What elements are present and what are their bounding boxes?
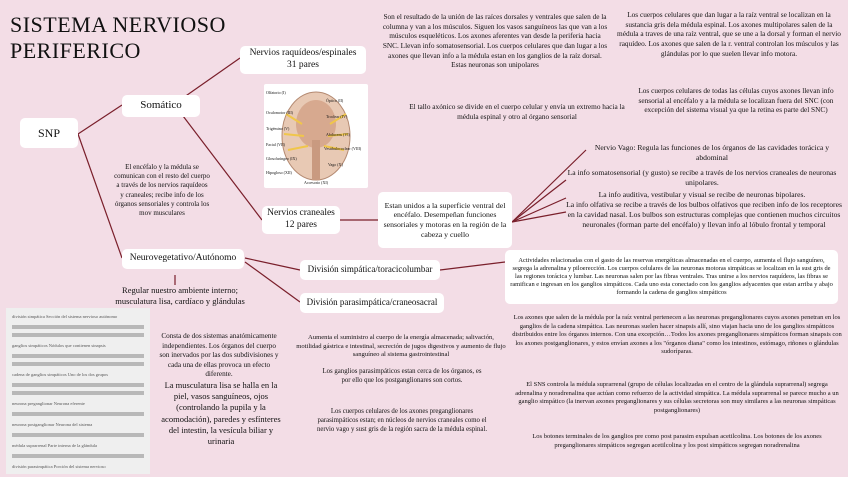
parasimpatica-label: División parasimpática/craneosacral bbox=[306, 297, 438, 308]
suprarrenal-description: El SNS controla la médula suprarrenal (g… bbox=[515, 381, 839, 414]
scan-line-2: cadena de ganglios simpáticos Uno de los… bbox=[12, 372, 108, 377]
brain-label-8: Glosofaríngeo (IX) bbox=[266, 156, 297, 161]
vago-description: Nervio Vago: Regula las funciones de los… bbox=[594, 143, 830, 163]
somatico-description: El encéfalo y la médula se comunican con… bbox=[114, 163, 210, 218]
brain-label-5: Abducens (VI) bbox=[326, 132, 350, 137]
title-line-2: PERIFERICO bbox=[10, 38, 141, 63]
parasimpatica-box: División parasimpática/craneosacral bbox=[300, 293, 444, 313]
neurovegetativo-description: Regular nuestro ambiente interno; muscul… bbox=[115, 285, 245, 307]
scan-line-3: neurona preganglionar Neurona eferente bbox=[12, 401, 85, 406]
brain-label-7: Vestibulococlear (VIII) bbox=[324, 146, 362, 151]
auditiva-description: La info auditiva, vestibular y visual se… bbox=[598, 190, 806, 199]
brain-label-0: Olfatorio (I) bbox=[266, 90, 286, 95]
scan-line-1: ganglios simpáticos Nódulos que contiene… bbox=[12, 343, 106, 348]
craneales-count: 12 pares bbox=[285, 220, 317, 230]
brain-label-4: Trigémino (V) bbox=[266, 126, 290, 131]
brain-label-6: Facial (VII) bbox=[266, 142, 285, 147]
simpatica-description: Actividades relacionadas con el gasto de… bbox=[510, 257, 833, 296]
preganglionares-description: Los axones que salen de la médula por la… bbox=[512, 314, 842, 356]
brain-label-9: Vago (X) bbox=[328, 162, 343, 167]
cranial-nerves-brain-image: Olfatorio (I) Óptico (II) Oculomotor (II… bbox=[264, 84, 368, 188]
snp-label: SNP bbox=[37, 125, 60, 140]
scan-line-6: división parasimpática Porción del siste… bbox=[12, 464, 106, 469]
somatosensorial-description: La info somatosensorial (y gusto) se rec… bbox=[567, 168, 837, 188]
musculatura-description: La musculatura lisa se halla en la piel,… bbox=[161, 380, 281, 447]
page-title: SISTEMA NERVIOSO PERIFERICO bbox=[10, 12, 226, 64]
craneales-label: Nervios craneales bbox=[267, 208, 335, 219]
craneales-description: Estan unidos a la superficie ventral del… bbox=[383, 200, 507, 239]
brain-icon bbox=[281, 91, 351, 181]
scan-line-4: neurona postganglionar Neurona del siste… bbox=[12, 422, 93, 427]
somatico-box: Somático bbox=[122, 95, 200, 117]
simpatica-box: División simpática/toracicolumbar bbox=[300, 260, 440, 280]
simpatica-label: División simpática/toracicolumbar bbox=[307, 264, 433, 275]
raquideos-label: Nervios raquídeos/espinales bbox=[249, 48, 357, 59]
somatico-label: Somático bbox=[140, 99, 182, 112]
scan-line-5: médula suprarrenal Parte interna de la g… bbox=[12, 443, 97, 448]
parasimpatica-description-3: Los cuerpos celulares de los axones preg… bbox=[316, 408, 488, 433]
parasimpatica-description-2: Los ganglios parasimpáticos estan cerca … bbox=[322, 368, 482, 384]
parasimpatica-description-1: Aumenta el suministro al cuerpo de la en… bbox=[296, 334, 506, 359]
craneales-description-box: Estan unidos a la superficie ventral del… bbox=[378, 192, 512, 248]
brain-label-11: Accesorio (XI) bbox=[303, 180, 329, 185]
raquideos-tallo: El tallo axónico se divide en el cuerpo … bbox=[409, 102, 625, 121]
neurovegetativo-label: Neurovegetativo/Autónomo bbox=[129, 253, 237, 264]
brain-label-10: Hipogloso (XII) bbox=[266, 170, 292, 175]
snp-box: SNP bbox=[20, 118, 78, 148]
raquideos-box: Nervios raquídeos/espinales 31 pares bbox=[240, 46, 366, 74]
brain-label-1: Óptico (II) bbox=[326, 98, 344, 103]
title-line-1: SISTEMA NERVIOSO bbox=[10, 12, 226, 37]
brain-label-3: Troclear (IV) bbox=[326, 114, 348, 119]
craneales-box: Nervios craneales 12 pares bbox=[262, 206, 340, 234]
simpatica-description-box: Actividades relacionadas con el gasto de… bbox=[505, 250, 838, 304]
brain-label-2: Oculomotor (III) bbox=[266, 110, 293, 115]
botones-description: Los botones terminales de los ganglios p… bbox=[532, 433, 822, 449]
celulas-description: Los cuerpos celulares de todas las célul… bbox=[638, 86, 834, 115]
scan-line-0: división simpática Sección del sistema n… bbox=[12, 314, 118, 319]
ventral-description: Los cuerpos celulares que dan lugar a la… bbox=[617, 10, 841, 58]
raquideos-count: 31 pares bbox=[287, 60, 319, 70]
neurovegetativo-box: Neurovegetativo/Autónomo bbox=[122, 249, 244, 269]
olfativa-description: La info olfativa se recibe a través de l… bbox=[566, 200, 842, 230]
consta-description: Consta de dos sistemas anatómicamente in… bbox=[159, 332, 279, 378]
textbook-scan-image: división simpática Sección del sistema n… bbox=[6, 308, 150, 474]
raquideos-description: Son el resultado de la unión de las raíc… bbox=[382, 12, 608, 70]
